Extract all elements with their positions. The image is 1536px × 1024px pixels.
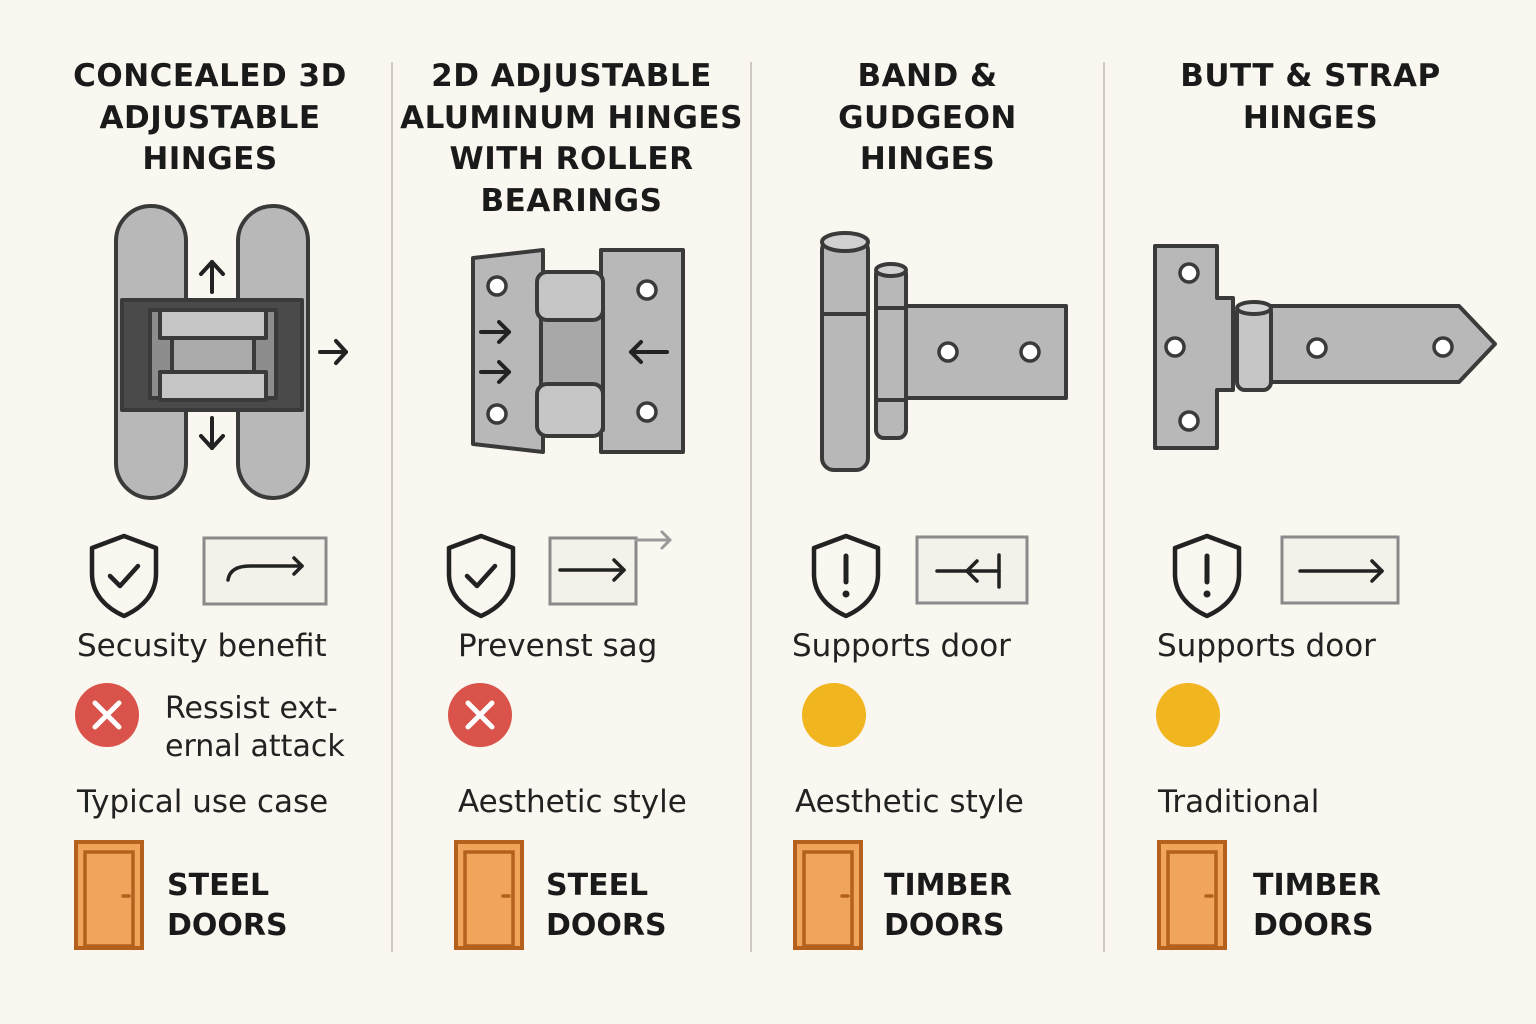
shield-check-icon bbox=[446, 533, 516, 619]
red-x-icon bbox=[75, 683, 139, 747]
door-icon bbox=[74, 840, 144, 950]
door-icon bbox=[454, 840, 524, 950]
shield-exclamation-icon bbox=[1172, 533, 1242, 619]
hinge-column-band-gudgeon: BAND & GUDGEON HINGES Supports door bbox=[752, 0, 1103, 1024]
concealed-3d-hinge-icon bbox=[114, 204, 348, 500]
curved-arrow-icon bbox=[202, 536, 328, 606]
yellow-dot-icon bbox=[802, 683, 866, 747]
band-gudgeon-hinge-icon bbox=[820, 231, 1068, 472]
arrow-right-icon bbox=[548, 530, 672, 606]
hinge-column-butt-strap: BUTT & STRAP HINGES Supports door Tradit… bbox=[1105, 0, 1516, 1024]
benefit-note: Ressist ext- ernal attack bbox=[165, 691, 345, 764]
roller-bearing-hinge-icon bbox=[471, 248, 685, 454]
arrow-right-icon bbox=[1280, 535, 1400, 605]
column-divider-3 bbox=[1103, 62, 1105, 952]
column-divider-1 bbox=[391, 62, 393, 952]
shield-exclamation-icon bbox=[811, 533, 881, 619]
door-type-label: STEEL DOORS bbox=[546, 868, 667, 943]
use-case-label: Typical use case bbox=[77, 784, 329, 820]
use-case-label: Aesthetic style bbox=[458, 784, 687, 820]
hinge-column-concealed: CONCEALED 3D ADJUSTABLE HINGES Secusity bbox=[30, 0, 390, 1024]
door-icon bbox=[793, 840, 863, 950]
column-title: CONCEALED 3D ADJUSTABLE HINGES bbox=[73, 58, 347, 177]
benefit-label: Secusity benefit bbox=[77, 628, 327, 664]
hinge-column-roller-bearing: 2D ADJUSTABLE ALUMINUM HINGES WITH ROLLE… bbox=[393, 0, 750, 1024]
door-type-label: TIMBER DOORS bbox=[1253, 868, 1381, 943]
column-title: BAND & GUDGEON HINGES bbox=[838, 58, 1017, 177]
column-title: BUTT & STRAP HINGES bbox=[1180, 58, 1441, 136]
door-type-label: STEEL DOORS bbox=[167, 868, 288, 943]
arrow-left-stop-icon bbox=[915, 535, 1029, 605]
benefit-label: Supports door bbox=[1157, 628, 1376, 664]
door-icon bbox=[1157, 840, 1227, 950]
column-divider-2 bbox=[750, 62, 752, 952]
column-title: 2D ADJUSTABLE ALUMINUM HINGES WITH ROLLE… bbox=[400, 58, 743, 219]
door-type-label: TIMBER DOORS bbox=[884, 868, 1012, 943]
butt-strap-hinge-icon bbox=[1153, 244, 1497, 450]
use-case-label: Aesthetic style bbox=[795, 784, 1024, 820]
yellow-dot-icon bbox=[1156, 683, 1220, 747]
benefit-label: Supports door bbox=[792, 628, 1011, 664]
use-case-label: Traditional bbox=[1158, 784, 1320, 820]
benefit-label: Prevenst sag bbox=[458, 628, 658, 664]
red-x-icon bbox=[448, 683, 512, 747]
shield-check-icon bbox=[89, 533, 159, 619]
